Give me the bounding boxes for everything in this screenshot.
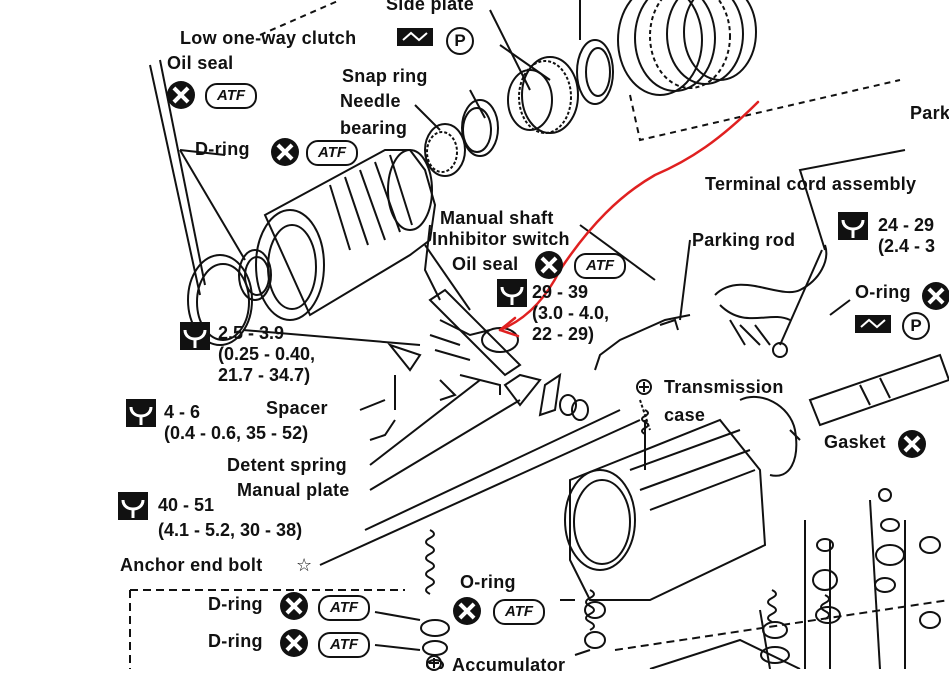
label-park: Park: [910, 103, 949, 123]
bolt-icon: [636, 379, 652, 395]
label-bearing: bearing: [340, 118, 408, 138]
label-snap-ring: Snap ring: [342, 66, 428, 86]
atf-badge-icon: ATF: [574, 253, 627, 279]
petroleum-jelly-p-icon: P: [446, 27, 474, 55]
label-accumulator: Accumulator: [452, 655, 566, 675]
no-reuse-x-icon: [535, 251, 563, 279]
label-needle: Needle: [340, 91, 401, 111]
label-transmission: Transmission: [664, 377, 784, 397]
atf-badge-icon: ATF: [318, 632, 371, 658]
no-reuse-x-icon: [280, 629, 308, 657]
torque-spec-2: 4 - 6(0.4 - 0.6, 35 - 52): [164, 402, 309, 443]
no-reuse-x-icon: [167, 81, 195, 109]
anchor-star-icon: ☆: [296, 555, 313, 575]
label-side-plate: Side plate: [386, 0, 475, 14]
label-manual-plate: Manual plate: [237, 480, 350, 500]
petroleum-jelly-p-icon: P: [902, 312, 930, 340]
label-inhibitor-switch: Inhibitor switch: [432, 229, 570, 249]
torque-wrench-icon: [497, 279, 527, 307]
label-d-ring-bottom1: D-ring: [208, 594, 263, 614]
manual-shaft-assembly: [387, 288, 589, 421]
transmission-case: [564, 399, 767, 601]
label-case: case: [664, 405, 706, 425]
label-terminal-cord: Terminal cord assembly: [705, 174, 917, 194]
no-reuse-x-icon: [280, 592, 308, 620]
label-oil-seal-mid: Oil seal: [452, 254, 519, 274]
label-d-ring-left: D-ring: [195, 139, 250, 159]
label-anchor-end-bolt: Anchor end bolt: [120, 555, 263, 575]
torque-spec-5: 24 - 29(2.4 - 3: [878, 215, 936, 256]
label-detent-spring: Detent spring: [227, 455, 347, 475]
torque-spec-3: 40 - 51(4.1 - 5.2, 30 - 38): [158, 495, 303, 540]
no-reuse-x-icon: [271, 138, 299, 166]
no-reuse-x-icon: [898, 430, 926, 458]
clutch-pack-top: [617, 0, 757, 96]
red-annotation-arrow: [498, 100, 760, 332]
atf-badge-icon: ATF: [493, 599, 546, 625]
label-gasket: Gasket: [824, 432, 886, 452]
no-reuse-x-icon: [922, 282, 949, 310]
valve-parts: [420, 488, 941, 669]
label-spacer: Spacer: [266, 398, 328, 418]
torque-wrench-icon: [838, 212, 868, 240]
torque-wrench-icon: [126, 399, 156, 427]
atf-badge-icon: ATF: [205, 83, 258, 109]
label-manual-shaft: Manual shaft: [440, 208, 554, 228]
atf-badge-icon: ATF: [318, 595, 371, 621]
label-o-ring-bottom: O-ring: [460, 572, 516, 592]
no-reuse-x-icon: [453, 597, 481, 625]
torque-wrench-icon: [180, 322, 210, 350]
label-d-ring-bottom2: D-ring: [208, 631, 263, 651]
drum: [255, 149, 437, 321]
label-o-ring-right: O-ring: [855, 282, 911, 302]
label-low-one-way-clutch: Low one-way clutch: [180, 28, 357, 48]
torque-wrench-icon: [118, 492, 148, 520]
torque-spec-1: 2.5 - 3.9(0.25 - 0.40,21.7 - 34.7): [218, 323, 316, 385]
sealant-icon: [855, 315, 891, 333]
torque-spec-4: 29 - 39(3.0 - 4.0,22 - 29): [532, 282, 610, 344]
label-oil-seal-top: Oil seal: [167, 53, 234, 73]
label-parking-rod: Parking rod: [692, 230, 796, 250]
atf-badge-icon: ATF: [306, 140, 359, 166]
sealant-icon: [397, 28, 433, 46]
